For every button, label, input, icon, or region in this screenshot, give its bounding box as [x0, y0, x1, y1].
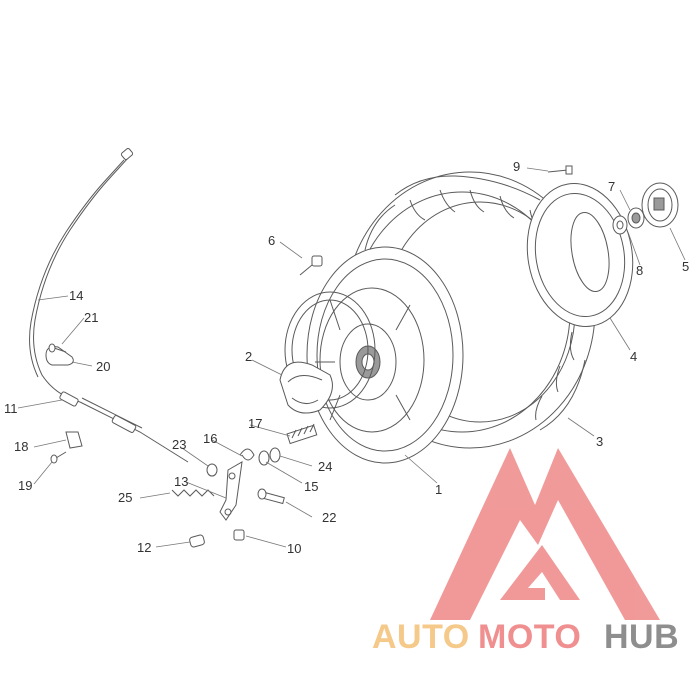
brand-hub: HUB [604, 618, 679, 656]
callout-8: 8 [636, 263, 643, 278]
brand-auto: AUTO [372, 618, 470, 656]
screw-part [547, 165, 573, 175]
adjuster-nut-part [189, 534, 205, 548]
callout-25: 25 [118, 490, 132, 505]
callout-21: 21 [84, 310, 98, 325]
callout-17: 17 [248, 416, 262, 431]
axle-nut-part [627, 207, 645, 229]
callout-18: 18 [14, 439, 28, 454]
callout-23: 23 [172, 437, 186, 452]
watermark-brand-text: AUTO MOTO HUB [372, 618, 679, 656]
brand-moto: MOTO [478, 618, 581, 656]
brake-lever-part [219, 461, 243, 521]
pin-part [233, 529, 245, 541]
callout-22: 22 [322, 510, 336, 525]
wheel-cover-plate-part [526, 183, 634, 327]
hub-cap-part [641, 182, 679, 228]
callout-9: 9 [513, 159, 520, 174]
cable-clamp-part [65, 431, 83, 449]
callout-20: 20 [96, 359, 110, 374]
clamp-screw-part [50, 451, 67, 464]
callout-13: 13 [174, 474, 188, 489]
brake-shoes-part [279, 361, 333, 414]
wheel-rim-part [306, 246, 464, 464]
lever-nut-part [206, 463, 218, 477]
callout-1: 1 [435, 482, 442, 497]
brake-cam-part [286, 423, 318, 445]
callout-11: 11 [4, 401, 18, 416]
callout-12: 12 [137, 540, 151, 555]
seal-washer-part [269, 447, 281, 463]
lever-bolt-part [257, 488, 285, 505]
tire-valve-part [299, 255, 323, 276]
callout-19: 19 [18, 478, 32, 493]
callout-10: 10 [287, 541, 301, 556]
brake-drum-part [284, 291, 376, 409]
callout-3: 3 [596, 434, 603, 449]
washer-part [612, 215, 628, 235]
callout-24: 24 [318, 459, 332, 474]
callout-7: 7 [608, 179, 615, 194]
watermark-triangle-mark [430, 448, 660, 620]
guide-screw-part [48, 343, 67, 353]
callout-6: 6 [268, 233, 275, 248]
callout-2: 2 [245, 349, 252, 364]
leader-lines [17, 167, 686, 548]
callout-4: 4 [630, 349, 637, 364]
brake-cable-part [29, 148, 189, 463]
callout-labels: 1 2 3 4 5 6 7 8 9 10 11 12 13 14 15 16 1… [4, 159, 689, 556]
callout-14: 14 [69, 288, 83, 303]
callout-15: 15 [304, 479, 318, 494]
spacer-washer-part [258, 450, 270, 466]
watermark-logo [430, 448, 660, 620]
callout-5: 5 [682, 259, 689, 274]
return-spring-part [239, 448, 255, 461]
callout-16: 16 [203, 431, 217, 446]
adjuster-spring-part [171, 489, 215, 497]
